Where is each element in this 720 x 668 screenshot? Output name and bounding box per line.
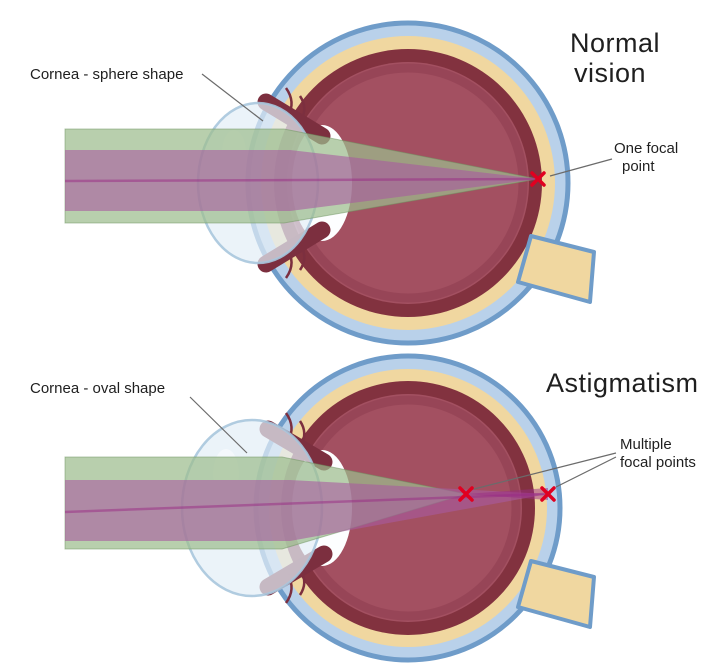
cornea-oval-label: Cornea - oval shape xyxy=(30,380,165,397)
normal-vision-title-line2: vision xyxy=(574,58,646,88)
optic-nerve xyxy=(516,234,596,304)
cornea-sphere-label: Cornea - sphere shape xyxy=(30,66,183,83)
light-beam-axis xyxy=(64,492,547,514)
focal-point-x-first xyxy=(458,486,474,502)
focal-label-pointer-second xyxy=(555,456,617,488)
light-beam-purple xyxy=(65,480,548,541)
normal-vision-title-line1: Normal xyxy=(570,28,660,58)
focal-point-x xyxy=(530,171,546,187)
light-beam-axis xyxy=(64,177,537,183)
cornea-label-pointer xyxy=(201,73,264,122)
multiple-focal-points-label-line1: Multiple xyxy=(620,436,672,453)
beam-refocus-wedge xyxy=(466,488,548,500)
multiple-focal-points-label-line2: focal points xyxy=(620,454,696,471)
astigmatism-diagram: Cornea - oval shape Astigmatism Multiple… xyxy=(30,353,699,663)
cornea-label-pointer xyxy=(189,396,248,454)
focal-label-pointer xyxy=(549,158,613,177)
optic-nerve xyxy=(516,559,596,629)
focal-label-pointer-first xyxy=(473,452,617,490)
focal-point-x-second xyxy=(540,486,556,502)
normal-vision-diagram: Cornea - sphere shape Normal vision One … xyxy=(30,20,678,346)
one-focal-point-label-line2: point xyxy=(622,158,655,175)
one-focal-point-label-line1: One focal xyxy=(614,140,678,157)
astigmatism-title: Astigmatism xyxy=(546,368,699,398)
